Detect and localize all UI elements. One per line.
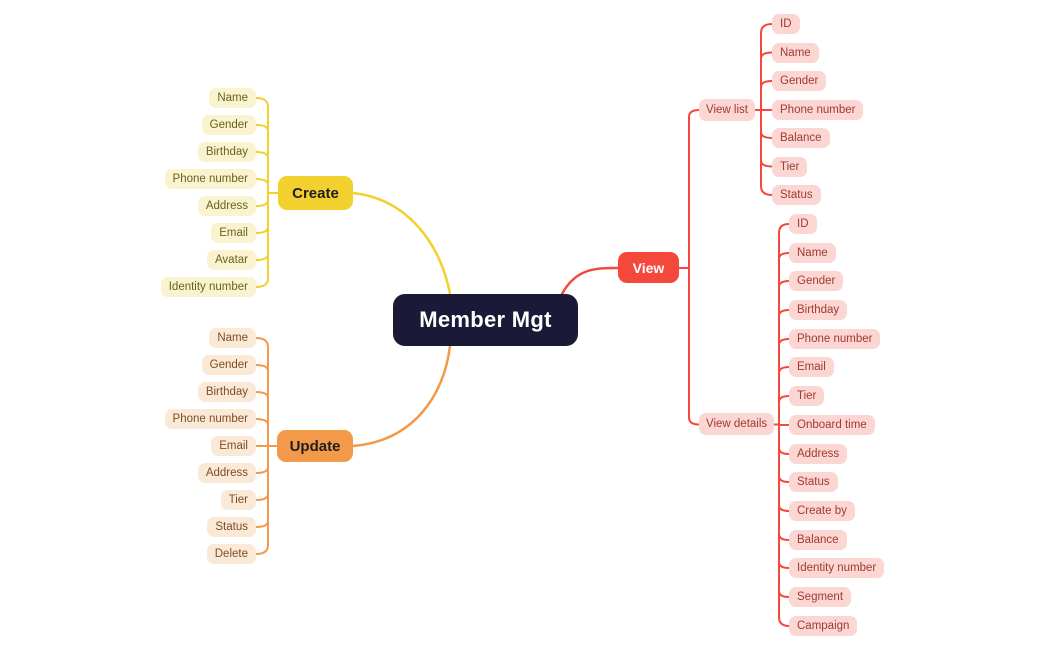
node-gender[interactable]: Gender: [789, 271, 844, 291]
node-id[interactable]: ID: [772, 14, 800, 34]
node-phone-number[interactable]: Phone number: [164, 409, 256, 429]
node-phone-number[interactable]: Phone number: [772, 100, 864, 120]
node-address[interactable]: Address: [197, 196, 256, 216]
node-id[interactable]: ID: [789, 214, 817, 234]
node-tier[interactable]: Tier: [772, 156, 808, 177]
connector-line: [760, 23, 773, 196]
node-tier[interactable]: Tier: [220, 490, 256, 510]
node-birthday[interactable]: Birthday: [197, 142, 256, 162]
node-avatar[interactable]: Avatar: [206, 250, 256, 270]
node-segment[interactable]: Segment: [789, 587, 852, 607]
node-member-mgt[interactable]: Member Mgt: [393, 294, 578, 346]
node-view-details[interactable]: View details: [699, 413, 775, 435]
node-name[interactable]: Name: [772, 42, 819, 63]
node-address[interactable]: Address: [789, 444, 848, 464]
connector-line: [560, 266, 620, 296]
node-status[interactable]: Status: [207, 517, 256, 537]
node-balance[interactable]: Balance: [789, 530, 847, 550]
node-email[interactable]: Email: [211, 436, 256, 456]
node-status[interactable]: Status: [772, 185, 821, 205]
node-address[interactable]: Address: [197, 463, 256, 483]
node-gender[interactable]: Gender: [201, 355, 256, 375]
connector-line: [351, 344, 452, 448]
node-birthday[interactable]: Birthday: [789, 300, 848, 320]
node-delete[interactable]: Delete: [206, 544, 256, 564]
node-tier[interactable]: Tier: [789, 386, 825, 406]
node-phone-number[interactable]: Phone number: [789, 329, 881, 349]
node-name[interactable]: Name: [789, 243, 836, 263]
node-email[interactable]: Email: [211, 223, 256, 243]
node-gender[interactable]: Gender: [201, 115, 256, 135]
node-birthday[interactable]: Birthday: [197, 382, 256, 402]
connector-line: [255, 97, 269, 288]
node-name[interactable]: Name: [209, 88, 256, 108]
node-identity-number[interactable]: Identity number: [789, 558, 885, 578]
node-phone-number[interactable]: Phone number: [164, 169, 256, 189]
node-view-list[interactable]: View list: [699, 99, 755, 121]
node-create[interactable]: Create: [278, 176, 353, 210]
node-view[interactable]: View: [618, 252, 679, 283]
node-gender[interactable]: Gender: [772, 71, 827, 91]
connector-line: [255, 337, 269, 555]
connector-line: [678, 109, 700, 426]
node-create-by[interactable]: Create by: [789, 501, 855, 521]
node-name[interactable]: Name: [209, 328, 256, 348]
node-balance[interactable]: Balance: [772, 128, 830, 148]
connector-line: [351, 191, 452, 296]
node-update[interactable]: Update: [277, 430, 353, 462]
node-onboard-time[interactable]: Onboard time: [789, 415, 875, 435]
node-email[interactable]: Email: [789, 357, 834, 377]
node-identity-number[interactable]: Identity number: [160, 277, 256, 297]
node-status[interactable]: Status: [789, 472, 838, 492]
node-campaign[interactable]: Campaign: [789, 616, 858, 636]
connector-line: [778, 223, 790, 627]
